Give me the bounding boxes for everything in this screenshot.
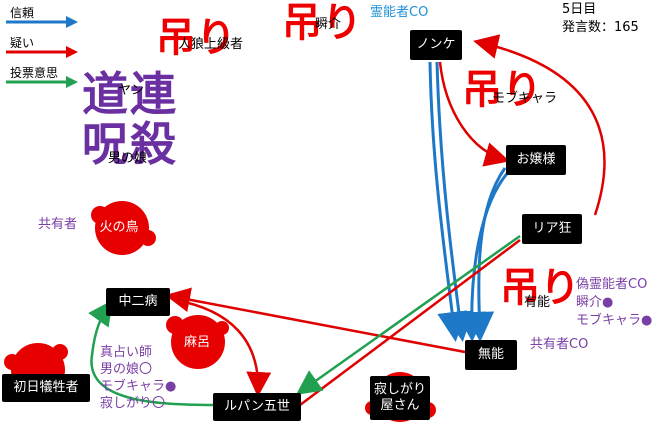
node-ojousama: お嬢様 [506, 145, 566, 175]
yan-label: ヤン [118, 83, 145, 98]
otokono-musume-label: 男の娘〇 [100, 362, 153, 377]
node-chuunibyou: 中二病 [106, 288, 170, 316]
legend-doubt: 疑い [6, 34, 80, 64]
post-count: 発言数：165 [562, 20, 639, 35]
jusatsu-line: 呪殺 [82, 116, 178, 171]
douren-line: 道連 [82, 67, 178, 121]
node-riajuu: リア狂 [522, 214, 582, 244]
nise-reinou-label: 偽霊能者CO [576, 277, 648, 292]
reinou-co-label: 霊能者CO [370, 5, 429, 20]
green-arrow-icon [6, 76, 78, 88]
kyouyuusha-co-label: 共有者CO [530, 337, 589, 352]
tsuri-stamp-4: 吊り [500, 265, 580, 311]
mobu-label: モブキャラ [492, 91, 558, 106]
tsuri-stamp-2: 吊り [282, 0, 362, 46]
red-arrow-icon [6, 46, 78, 58]
shin-uranai-label: 真占い師 [100, 345, 153, 360]
shunsuke-label: 瞬介 [315, 17, 342, 32]
tsuri-stamp-3: 吊り [462, 67, 542, 113]
legend-vote: 投票意思 [6, 64, 80, 94]
legend-trust-label: 信頼 [10, 6, 35, 20]
legend: 信頼 疑い 投票意思 [6, 4, 80, 94]
node-munou: 無能 [465, 340, 517, 370]
mobu-mark-label-2: モブキャラ● [100, 379, 177, 394]
legend-doubt-label: 疑い [10, 36, 35, 50]
kyouyuusha-label: 共有者 [38, 217, 78, 232]
douren-jusatsu-stamp: 道連 呪殺 [82, 67, 178, 171]
node-sabishigari: 寂しがり屋さん [370, 376, 430, 420]
blue-arrow-icon [6, 16, 78, 28]
mobu-mark-label: モブキャラ● [576, 313, 653, 328]
yuu-label: 有能 [524, 295, 551, 310]
node-nonke: ノンケ [410, 30, 462, 60]
day-label: 5日目 [562, 2, 597, 17]
node-mariro: 麻呂 [183, 335, 210, 351]
legend-vote-label: 投票意思 [10, 66, 59, 80]
tsuri-stamp-1: 吊り [156, 15, 236, 61]
node-lupin: ルパン五世 [213, 393, 301, 421]
node-hinotori: 火の鳥 [99, 220, 139, 236]
jinrou-label: 人狼上級者 [178, 37, 244, 52]
sabishigari-mark-label: 寂しがり〇 [100, 396, 166, 411]
legend-trust: 信頼 [6, 4, 80, 34]
node-shonichi: 初日犠牲者 [2, 374, 90, 402]
otokono-label: 男の娘 [108, 151, 148, 166]
shunsuke-mark-label: 瞬介● [576, 295, 614, 310]
